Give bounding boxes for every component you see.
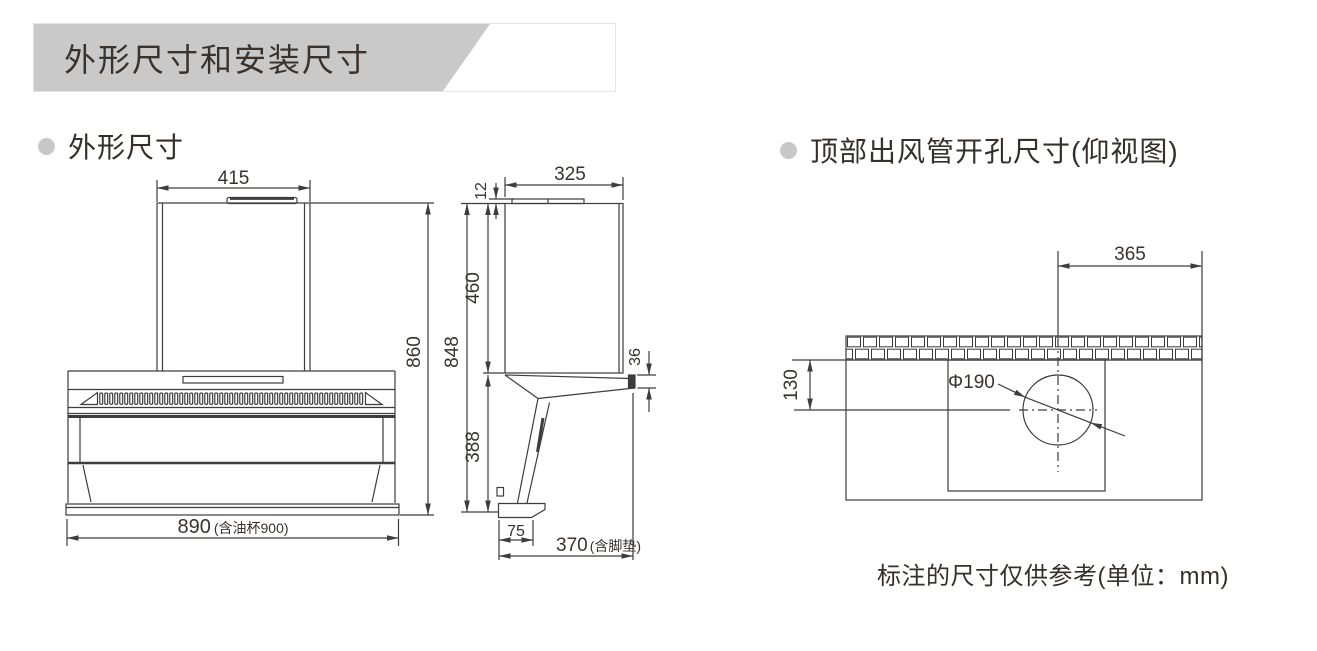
dim-top-depth: [504, 177, 624, 200]
reference-note: 标注的尺寸仅供参考(单位：mm): [877, 563, 1229, 590]
side-view-drawing: 325 12 460 848 36 388 75 370(含脚垫): [442, 164, 656, 560]
section-title-outline: 外形尺寸: [38, 126, 184, 166]
banner-accent-shape: [34, 24, 490, 91]
dim-130-label: 130: [781, 369, 802, 401]
side-canopy: [496, 374, 636, 519]
dim-cap-offset: [489, 183, 514, 219]
control-panel-slot: [182, 375, 284, 384]
bullet-icon: [780, 141, 797, 159]
foot-pad: [497, 502, 546, 519]
dim-890-label: 890(含油杯900): [177, 516, 288, 538]
base-plate: [65, 503, 400, 516]
grille-end-left: [79, 391, 99, 406]
canopy-front-edge: [627, 374, 636, 389]
section-title-outlet: 顶部出风管开孔尺寸(仰视图): [780, 130, 1179, 170]
front-view-drawing: 415 860 890(含油杯900): [65, 168, 434, 546]
wall-hatch-strip: [845, 335, 1203, 361]
front-chimney: [156, 196, 311, 371]
outlet-opening-drawing: 365 130 Φ190: [781, 244, 1203, 501]
mount-tab: [496, 486, 505, 497]
cabinet-outline: [845, 359, 1203, 501]
header-banner: 外形尺寸和安装尺寸: [33, 23, 616, 92]
hood-top-outline: [947, 359, 1106, 492]
dim-total-height-front: [310, 202, 434, 516]
dim-top-width: [156, 180, 311, 202]
dim-415-label: 415: [218, 168, 250, 189]
dim-bottom-width: [66, 519, 400, 546]
section-title-outlet-label: 顶部出风管开孔尺寸(仰视图): [810, 136, 1179, 167]
dim-12-label: 12: [473, 182, 490, 200]
grille-slots: [99, 392, 364, 406]
dim-hole-diameter: [997, 383, 1126, 437]
dim-75-label: 75: [507, 523, 525, 540]
side-chimney: [504, 198, 624, 374]
dim-860-label: 860: [404, 336, 425, 368]
dim-left-stack: [461, 202, 505, 513]
dim-370-label: 370(含脚垫): [556, 535, 641, 556]
section-title-outline-label: 外形尺寸: [68, 132, 185, 163]
bullet-icon: [38, 137, 55, 155]
dim-canopy-edge: [637, 351, 656, 412]
dim-848-label: 848: [442, 336, 463, 368]
front-hood-body: [65, 370, 400, 516]
dim-388-label: 388: [463, 431, 484, 463]
dim-depth: [499, 393, 634, 560]
dim-460-label: 460: [463, 272, 484, 304]
dim-diameter-label: Φ190: [948, 372, 995, 393]
grille-end-right: [364, 391, 384, 406]
page-title: 外形尺寸和安装尺寸: [64, 41, 371, 78]
dim-325-label: 325: [554, 164, 586, 185]
dim-offset-vertical: [792, 359, 1010, 411]
dim-36-label: 36: [627, 348, 644, 366]
dim-365-label: 365: [1114, 244, 1146, 265]
